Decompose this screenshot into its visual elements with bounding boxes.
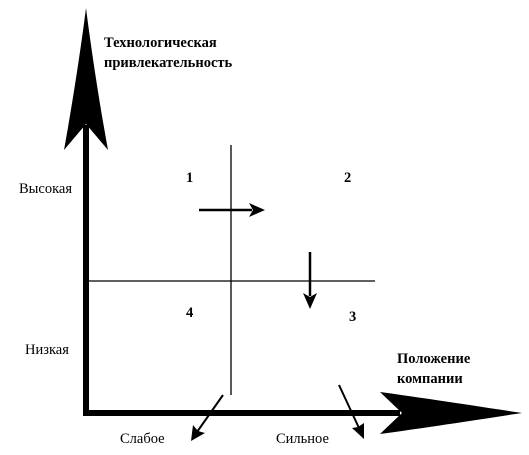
- y-axis-title-line2: привлекательность: [104, 55, 233, 71]
- quadrant-2-label: 2: [344, 170, 351, 186]
- y-tick-high: Высокая: [19, 181, 72, 197]
- arrow-down: [303, 252, 317, 309]
- arrow-right: [199, 203, 265, 217]
- quadrant-3-label: 3: [349, 309, 356, 325]
- quadrant-1-label: 1: [186, 170, 193, 186]
- arrow-down-right: [338, 384, 364, 439]
- x-axis: [83, 392, 522, 434]
- y-axis: [64, 8, 108, 416]
- y-axis-arrowhead: [64, 8, 108, 150]
- x-axis-title-line1: Положение: [397, 351, 471, 367]
- x-axis-title-line2: компании: [397, 371, 463, 387]
- y-tick-low: Низкая: [25, 342, 69, 358]
- quadrant-4-label: 4: [186, 305, 193, 321]
- arrow-down-left: [191, 394, 224, 441]
- x-tick-weak: Слабое: [120, 431, 165, 447]
- x-axis-arrowhead: [380, 392, 522, 434]
- x-tick-strong: Сильное: [276, 431, 329, 447]
- y-axis-title-line1: Технологическая: [104, 35, 217, 51]
